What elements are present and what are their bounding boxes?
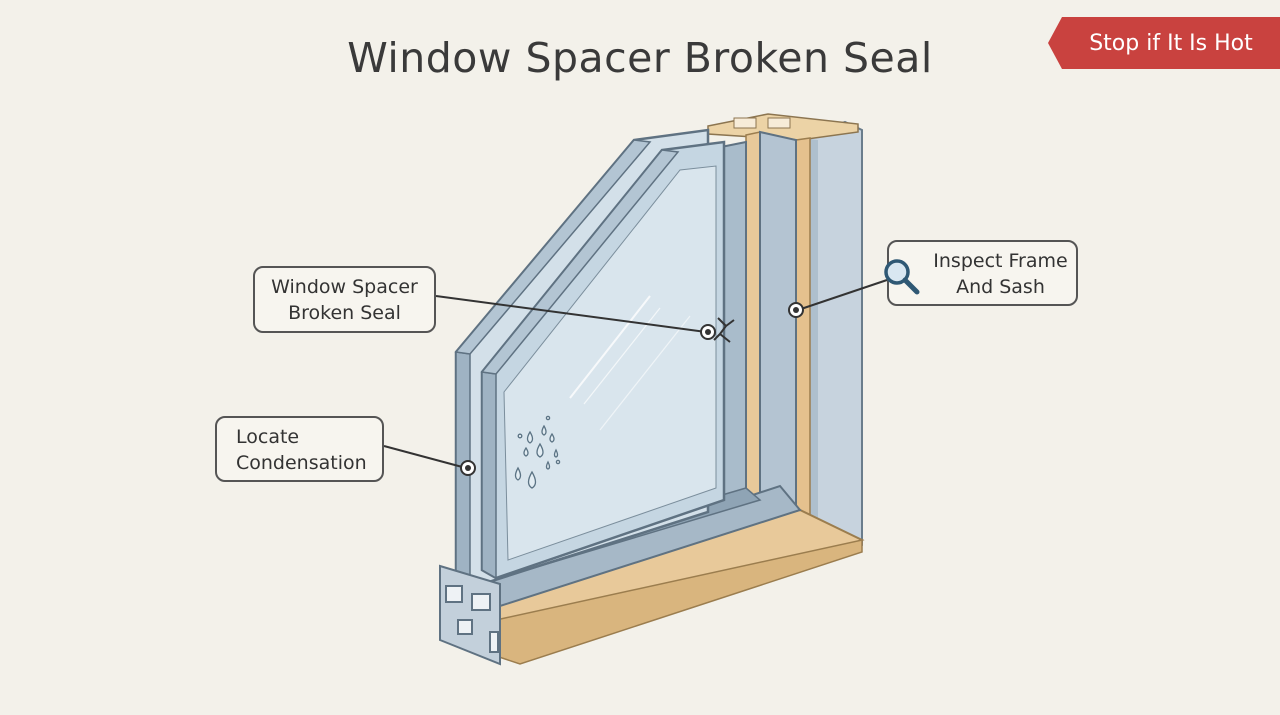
leader-line-seal	[435, 295, 707, 333]
condensation-droplets	[514, 415, 561, 489]
callout-broken-seal: Window Spacer Broken Seal	[253, 266, 436, 333]
sash-vertical	[759, 130, 797, 550]
glass-reflection	[569, 295, 651, 399]
glass-pane-edge	[481, 371, 497, 580]
callout-broken-seal-line2: Broken Seal	[288, 302, 401, 324]
leader-line-condensation	[383, 445, 467, 469]
callout-broken-seal-line1: Window Spacer	[271, 276, 418, 298]
callout-inspect-frame-line2: And Sash	[956, 276, 1045, 298]
magnifier-icon	[884, 259, 920, 295]
callout-condensation-line2: Condensation	[236, 452, 367, 474]
callout-condensation-line1: Locate	[236, 426, 300, 448]
glass-reflection	[599, 315, 691, 431]
page-title: Window Spacer Broken Seal	[347, 34, 933, 82]
glass-pane-edge	[454, 139, 652, 355]
warning-badge-label: Stop if It Is Hot	[1089, 30, 1253, 56]
warning-badge: Stop if It Is Hot	[1048, 17, 1280, 69]
frame-top-slot	[733, 117, 757, 129]
wood-strip-vertical	[795, 137, 811, 537]
callout-inspect-frame-text: Inspect Frame And Sash	[925, 248, 1076, 300]
callout-inspect-frame-line1: Inspect Frame	[933, 250, 1068, 272]
callout-condensation: Locate Condensation	[215, 416, 384, 482]
bottom-profile-extrusion	[439, 564, 501, 666]
leader-line-frame	[797, 279, 888, 311]
seal-crack-mark	[713, 317, 735, 343]
glass-pane-edge	[480, 149, 680, 375]
frame-top-slot	[767, 117, 791, 129]
callout-inspect-frame: Inspect Frame And Sash	[884, 240, 1078, 306]
